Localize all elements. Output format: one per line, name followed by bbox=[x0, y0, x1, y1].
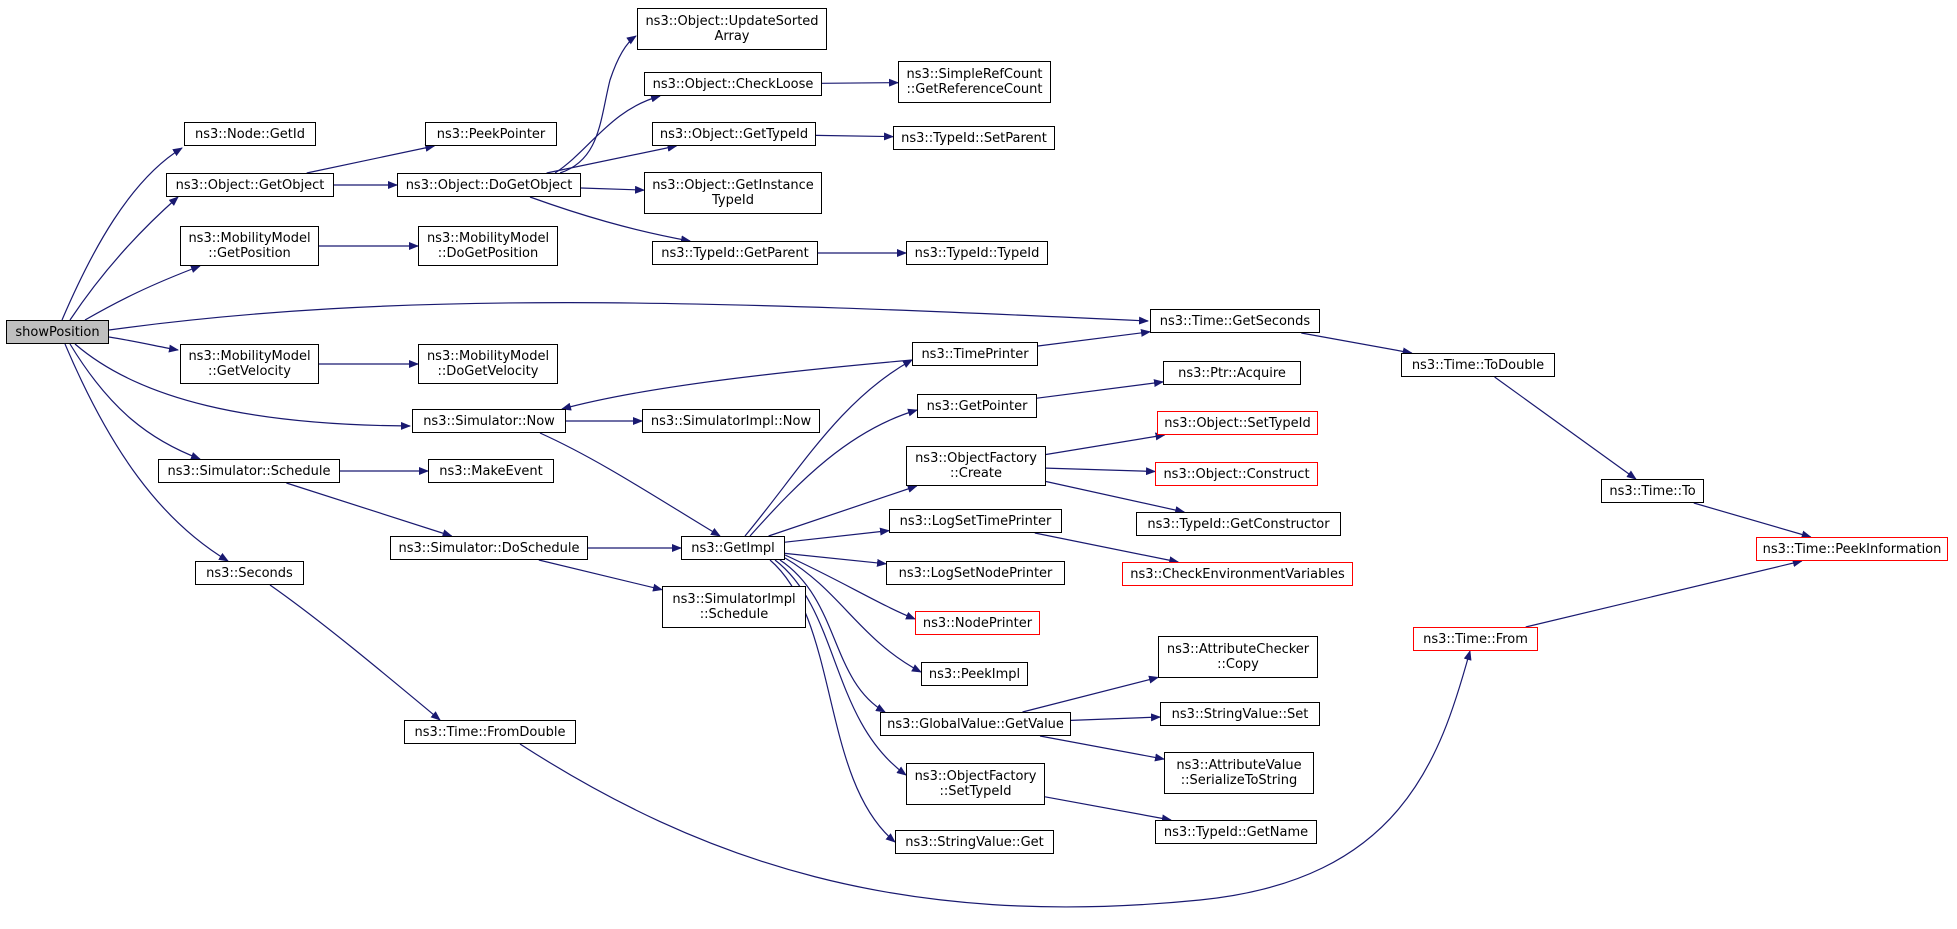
call-edge-objDoGetObject-to-checkLoose bbox=[554, 94, 661, 174]
call-edge-showPosition-to-simNow bbox=[74, 343, 411, 430]
call-edge-showPosition-to-mmGetVelocity bbox=[108, 336, 179, 353]
function-node-timeToDouble[interactable]: ns3::Time::ToDouble bbox=[1401, 353, 1555, 377]
function-node-mmDoGetPosition[interactable]: ns3::MobilityModel ::DoGetPosition bbox=[418, 226, 558, 266]
function-node-mmGetPosition[interactable]: ns3::MobilityModel ::GetPosition bbox=[180, 226, 319, 266]
function-node-nodePrinter[interactable]: ns3::NodePrinter bbox=[915, 611, 1040, 635]
function-node-attrCheckerCopy[interactable]: ns3::AttributeChecker ::Copy bbox=[1158, 636, 1318, 678]
call-edge-gvGetValue-to-attrCheckerCopy bbox=[1022, 675, 1159, 713]
call-edge-gvGetValue-to-stringValueSet bbox=[1070, 713, 1161, 722]
function-node-getPointer[interactable]: ns3::GetPointer bbox=[917, 394, 1037, 418]
call-edge-objDoGetObject-to-objGetInstanceTypeId bbox=[580, 185, 645, 194]
call-edge-getImpl-to-logSetNodePrinter bbox=[784, 552, 887, 567]
call-edge-getImpl-to-objFactorySetTypeId bbox=[774, 559, 907, 776]
function-node-peekImpl[interactable]: ns3::PeekImpl bbox=[921, 662, 1028, 686]
call-edge-showPosition-to-mmGetPosition bbox=[84, 265, 201, 321]
call-edge-objDoGetObject-to-updateSorted bbox=[559, 35, 637, 174]
call-edge-getImpl-to-logSetTimePrinter bbox=[784, 527, 890, 543]
function-node-timePeekInfo[interactable]: ns3::Time::PeekInformation bbox=[1756, 537, 1948, 561]
function-node-gvGetValue[interactable]: ns3::GlobalValue::GetValue bbox=[880, 712, 1071, 736]
function-node-logSetNodePrinter[interactable]: ns3::LogSetNodePrinter bbox=[886, 561, 1065, 585]
function-node-makeEvent[interactable]: ns3::MakeEvent bbox=[428, 459, 554, 483]
call-edge-timePrinter-to-simNow bbox=[561, 359, 913, 411]
call-edge-showPosition-to-timeGetSeconds bbox=[108, 302, 1149, 331]
call-edge-getImpl-to-getPointer bbox=[749, 408, 918, 537]
call-edge-timeFrom-to-timePeekInfo bbox=[1525, 559, 1803, 628]
call-edge-timeFromDouble-to-timeFrom bbox=[519, 650, 1472, 908]
function-node-timePrinter[interactable]: ns3::TimePrinter bbox=[912, 342, 1038, 366]
call-edge-objDoGetObject-to-objGetTypeId bbox=[546, 143, 678, 174]
call-edge-gvGetValue-to-attrValueSerialize bbox=[1039, 735, 1165, 762]
call-edge-simSchedule-to-simDoSchedule bbox=[286, 482, 453, 538]
call-edge-objFactoryCreate-to-objConstruct bbox=[1045, 467, 1156, 476]
function-node-mmDoGetVelocity[interactable]: ns3::MobilityModel ::DoGetVelocity bbox=[418, 344, 558, 384]
function-node-checkLoose[interactable]: ns3::Object::CheckLoose bbox=[644, 72, 822, 96]
call-edge-showPosition-to-objGetObject bbox=[69, 196, 179, 321]
function-node-nodeGetId[interactable]: ns3::Node::GetId bbox=[184, 122, 316, 146]
function-node-simNow[interactable]: ns3::Simulator::Now bbox=[412, 409, 566, 433]
function-node-simSchedule[interactable]: ns3::Simulator::Schedule bbox=[158, 459, 340, 483]
function-node-simDoSchedule[interactable]: ns3::Simulator::DoSchedule bbox=[390, 536, 588, 560]
call-edge-objFactorySetTypeId-to-typeIdGetName bbox=[1044, 796, 1172, 823]
function-node-timeGetSeconds[interactable]: ns3::Time::GetSeconds bbox=[1150, 309, 1320, 333]
function-node-seconds[interactable]: ns3::Seconds bbox=[195, 561, 304, 585]
call-edge-showPosition-to-seconds bbox=[64, 343, 229, 562]
call-edge-checkLoose-to-getRefCount bbox=[821, 78, 899, 87]
call-edge-objFactoryCreate-to-objSetTypeId bbox=[1045, 432, 1166, 456]
function-node-typeIdSetParent[interactable]: ns3::TypeId::SetParent bbox=[893, 126, 1055, 150]
function-node-objGetObject[interactable]: ns3::Object::GetObject bbox=[166, 173, 334, 197]
function-node-typeIdGetParent[interactable]: ns3::TypeId::GetParent bbox=[652, 241, 818, 265]
function-node-checkEnvVars[interactable]: ns3::CheckEnvironmentVariables bbox=[1122, 562, 1353, 586]
call-edge-getImpl-to-peekImpl bbox=[784, 557, 922, 673]
function-node-objGetTypeId[interactable]: ns3::Object::GetTypeId bbox=[652, 122, 816, 146]
function-node-getRefCount[interactable]: ns3::SimpleRefCount ::GetReferenceCount bbox=[898, 61, 1051, 103]
call-edge-seconds-to-timeFromDouble bbox=[269, 584, 441, 721]
function-node-ptrAcquire[interactable]: ns3::Ptr::Acquire bbox=[1163, 361, 1301, 385]
function-node-objFactoryCreate[interactable]: ns3::ObjectFactory ::Create bbox=[906, 446, 1046, 486]
function-node-timeTo[interactable]: ns3::Time::To bbox=[1601, 479, 1704, 503]
function-node-updateSorted[interactable]: ns3::Object::UpdateSorted Array bbox=[637, 8, 827, 50]
call-edge-getImpl-to-timePrinter bbox=[744, 359, 913, 537]
call-edge-timePrinter-to-timeGetSeconds bbox=[1037, 328, 1151, 347]
call-edge-simDoSchedule-to-simImplSchedule bbox=[538, 559, 663, 592]
call-edge-timeTo-to-timePeekInfo bbox=[1693, 502, 1812, 539]
function-node-getImpl[interactable]: ns3::GetImpl bbox=[681, 536, 785, 560]
call-edge-objDoGetObject-to-typeIdGetParent bbox=[529, 196, 691, 244]
function-node-simImplNow[interactable]: ns3::SimulatorImpl::Now bbox=[642, 409, 820, 433]
call-edge-getImpl-to-objFactoryCreate bbox=[768, 485, 918, 537]
call-edge-showPosition-to-simSchedule bbox=[69, 343, 201, 460]
function-node-showPosition[interactable]: showPosition bbox=[6, 320, 109, 344]
call-edge-simNow-to-getImpl bbox=[539, 432, 721, 537]
function-node-attrValueSerialize[interactable]: ns3::AttributeValue ::SerializeToString bbox=[1164, 752, 1314, 794]
call-edge-objFactoryCreate-to-typeIdGetConstructor bbox=[1045, 480, 1186, 514]
function-node-simImplSchedule[interactable]: ns3::SimulatorImpl ::Schedule bbox=[662, 586, 806, 628]
function-node-mmGetVelocity[interactable]: ns3::MobilityModel ::GetVelocity bbox=[180, 344, 319, 384]
call-edge-objGetObject-to-peekPointer bbox=[306, 143, 436, 174]
function-node-objDoGetObject[interactable]: ns3::Object::DoGetObject bbox=[397, 173, 581, 197]
function-node-objGetInstanceTypeId[interactable]: ns3::Object::GetInstance TypeId bbox=[644, 172, 822, 214]
call-edge-logSetTimePrinter-to-checkEnvVars bbox=[1034, 532, 1180, 565]
call-edge-getImpl-to-nodePrinter bbox=[784, 554, 916, 620]
call-edge-showPosition-to-nodeGetId bbox=[61, 147, 183, 321]
function-node-objFactorySetTypeId[interactable]: ns3::ObjectFactory ::SetTypeId bbox=[906, 763, 1045, 805]
function-node-typeIdGetConstructor[interactable]: ns3::TypeId::GetConstructor bbox=[1136, 512, 1341, 536]
function-node-objSetTypeId[interactable]: ns3::Object::SetTypeId bbox=[1157, 411, 1318, 435]
function-node-typeIdGetName[interactable]: ns3::TypeId::GetName bbox=[1155, 820, 1317, 844]
function-node-stringValueGet[interactable]: ns3::StringValue::Get bbox=[895, 830, 1054, 854]
function-node-typeIdTypeId[interactable]: ns3::TypeId::TypeId bbox=[906, 241, 1048, 265]
function-node-timeFrom[interactable]: ns3::Time::From bbox=[1413, 627, 1538, 651]
call-edge-getImpl-to-gvGetValue bbox=[779, 559, 886, 713]
function-node-timeFromDouble[interactable]: ns3::Time::FromDouble bbox=[404, 720, 576, 744]
function-node-peekPointer[interactable]: ns3::PeekPointer bbox=[425, 122, 557, 146]
function-node-stringValueSet[interactable]: ns3::StringValue::Set bbox=[1160, 702, 1320, 726]
call-edge-objGetTypeId-to-typeIdSetParent bbox=[815, 132, 894, 141]
call-edge-timeToDouble-to-timeTo bbox=[1494, 376, 1637, 480]
function-node-objConstruct[interactable]: ns3::Object::Construct bbox=[1155, 462, 1318, 486]
call-edge-getPointer-to-ptrAcquire bbox=[1036, 379, 1164, 399]
function-node-logSetTimePrinter[interactable]: ns3::LogSetTimePrinter bbox=[889, 509, 1062, 533]
call-edge-timeGetSeconds-to-timeToDouble bbox=[1301, 332, 1413, 356]
